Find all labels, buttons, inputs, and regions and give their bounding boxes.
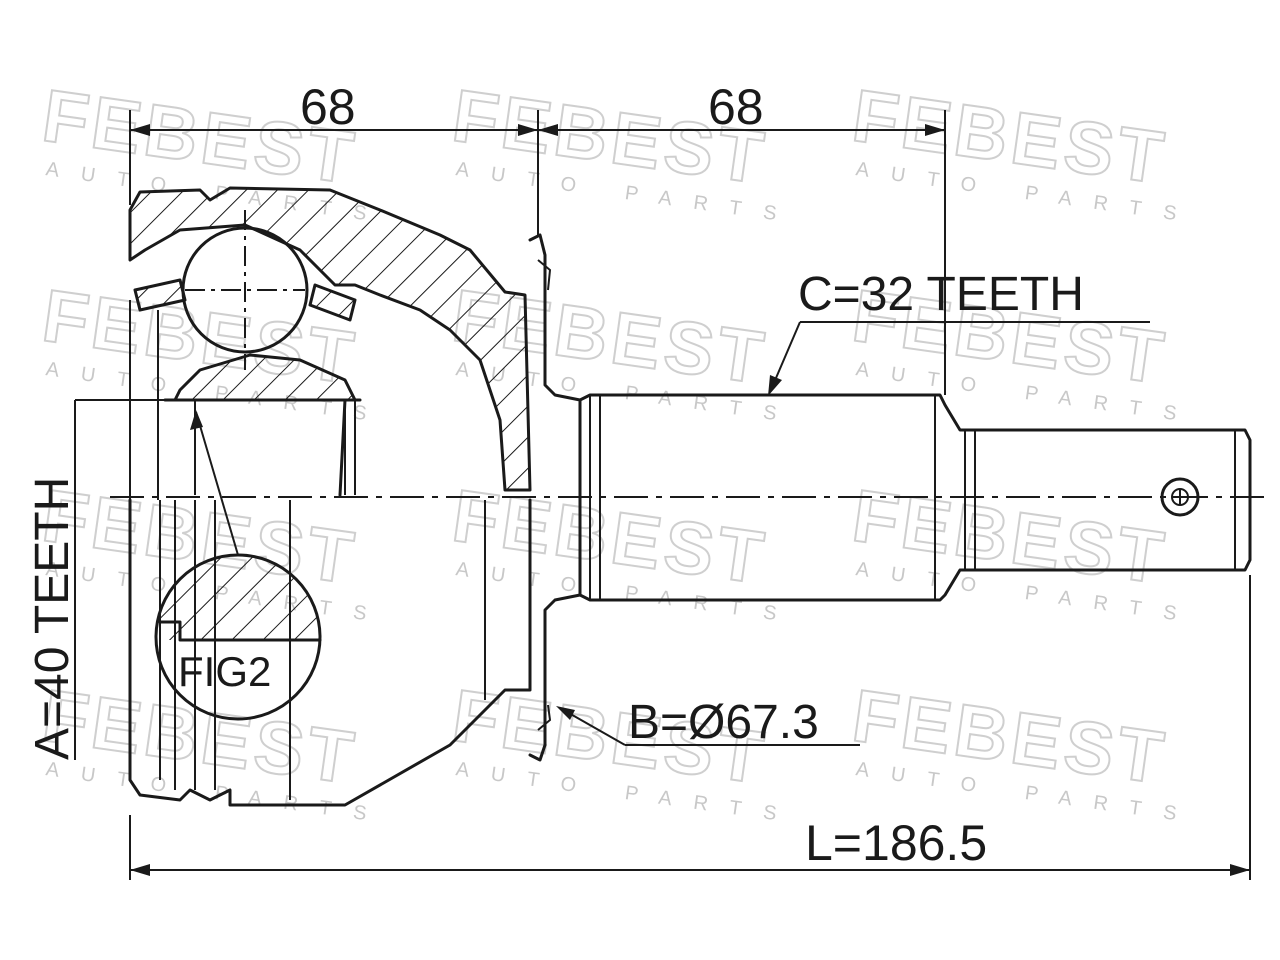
dimension-top-left-value: 68 (300, 79, 356, 135)
fig2-leader (195, 411, 239, 556)
callout-spline-a-text: A=40 TEETH (26, 477, 79, 760)
dimension-top-right: 68 (538, 79, 946, 395)
callout-spline-c: C=32 TEETH (768, 268, 1150, 396)
stub-shaft (578, 393, 1252, 602)
ball-cage (133, 210, 357, 370)
outer-race-outline-lower (128, 498, 532, 807)
outer-race (128, 186, 532, 807)
callout-seat-b: B=Ø67.3 (556, 696, 860, 749)
dimension-top-right-value: 68 (708, 79, 764, 135)
shaft-spline-body (578, 393, 1252, 602)
callout-spline-c-text: C=32 TEETH (798, 268, 1084, 321)
cage-section-right (308, 283, 357, 322)
dimension-overall-length-value: L=186.5 (805, 815, 987, 871)
callout-spline-a: A=40 TEETH (26, 399, 200, 760)
outer-race-section-upper (128, 186, 532, 492)
dimension-overall-length: L=186.5 (129, 575, 1251, 880)
fig2-label: FIG2 (178, 648, 271, 695)
fig2-leader-arrow (190, 410, 203, 430)
callout-seat-b-text: B=Ø67.3 (628, 696, 819, 749)
